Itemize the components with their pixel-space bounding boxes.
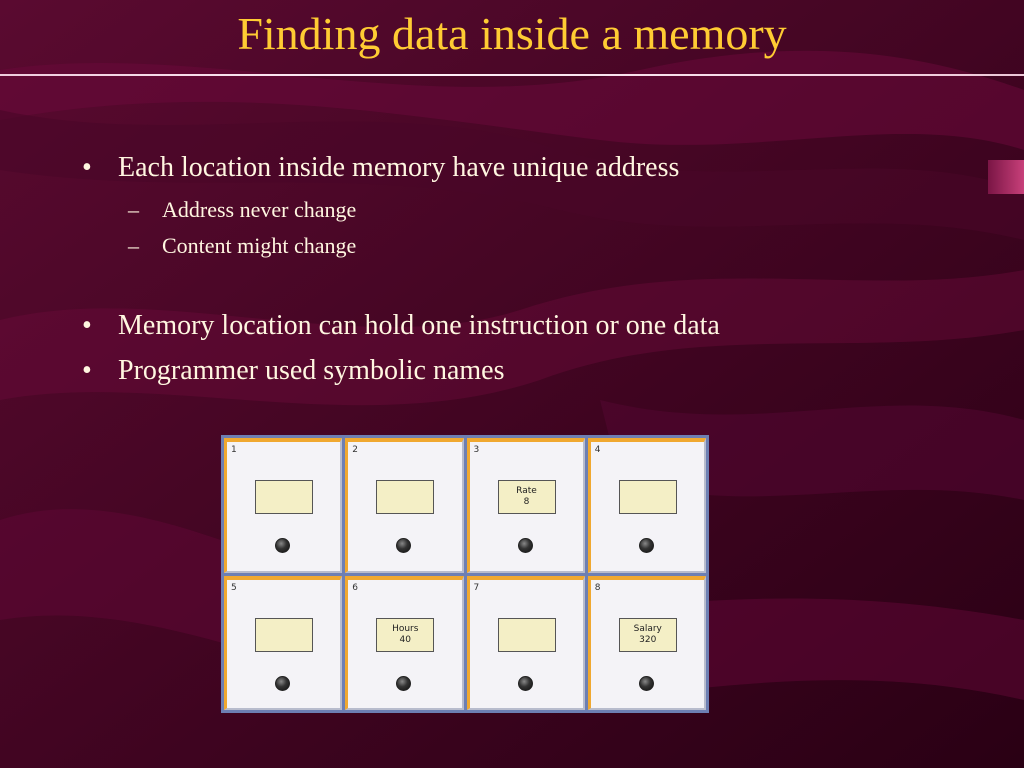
cell-content-box: Rate 8 — [497, 480, 556, 514]
bullet-text: Memory location can hold one instruction… — [118, 310, 720, 341]
bullet-marker: • — [82, 355, 92, 386]
memory-grid: 1 2 3 Rate 8 4 — [221, 435, 709, 713]
knob-icon — [517, 538, 533, 553]
cell-content-box: Salary 320 — [618, 617, 677, 652]
cell-address: 6 — [352, 582, 358, 593]
sub-bullet-marker: – — [128, 197, 139, 222]
decorative-tab — [988, 160, 1024, 194]
cell-content-box — [497, 617, 556, 652]
memory-cell: 6 Hours 40 — [345, 575, 464, 710]
cell-content-box — [255, 480, 313, 514]
sub-bullet-marker: – — [128, 233, 139, 258]
title-divider — [0, 74, 1024, 76]
bullet-item: • Programmer used symbolic names — [82, 355, 504, 387]
bullet-list: • Each location inside memory have unique… — [82, 152, 720, 387]
cell-value: 320 — [639, 634, 657, 645]
cell-content-box — [255, 617, 313, 652]
cell-address: 1 — [231, 445, 237, 455]
cell-value: 40 — [399, 634, 411, 645]
memory-cell: 7 — [466, 575, 585, 710]
cell-address: 3 — [473, 445, 480, 455]
cell-address: 8 — [594, 582, 601, 593]
bullet-marker: • — [82, 310, 92, 341]
memory-cell: 3 Rate 8 — [466, 438, 585, 573]
cell-address: 7 — [473, 582, 480, 593]
cell-content-box — [376, 480, 435, 514]
knob-icon — [275, 675, 290, 691]
knob-icon — [517, 675, 533, 691]
sub-bullet-item: –Content might change — [128, 233, 356, 259]
bullet-marker: • — [82, 152, 92, 183]
bullet-item: • Memory location can hold one instructio… — [82, 310, 720, 342]
sub-bullet-text: Address never change — [162, 197, 357, 222]
knob-icon — [638, 538, 654, 553]
sub-bullet-text: Content might change — [162, 233, 357, 258]
cell-variable-name: Hours — [392, 623, 419, 634]
sub-bullet-item: –Address never change — [128, 197, 356, 223]
knob-icon — [396, 538, 412, 553]
cell-address: 2 — [352, 445, 358, 455]
cell-content-box: Hours 40 — [376, 617, 435, 652]
bullet-text: Programmer used symbolic names — [118, 355, 505, 386]
cell-variable-name: Salary — [633, 623, 662, 634]
bullet-item: • Each location inside memory have unique… — [82, 152, 679, 184]
memory-cell: 2 — [345, 438, 464, 573]
memory-cell: 1 — [224, 438, 343, 573]
bullet-text: Each location inside memory have unique … — [118, 152, 680, 183]
knob-icon — [396, 675, 412, 691]
memory-cell: 4 — [587, 438, 706, 573]
cell-address: 5 — [231, 582, 237, 593]
knob-icon — [638, 675, 654, 691]
memory-cell: 5 — [224, 575, 343, 710]
knob-icon — [275, 538, 290, 553]
cell-variable-name: Rate — [516, 486, 537, 496]
memory-cell: 8 Salary 320 — [587, 575, 706, 710]
slide-title: Finding data inside a memory — [237, 8, 787, 59]
cell-address: 4 — [594, 445, 601, 455]
cell-value: 8 — [523, 497, 530, 507]
cell-content-box — [618, 480, 677, 514]
